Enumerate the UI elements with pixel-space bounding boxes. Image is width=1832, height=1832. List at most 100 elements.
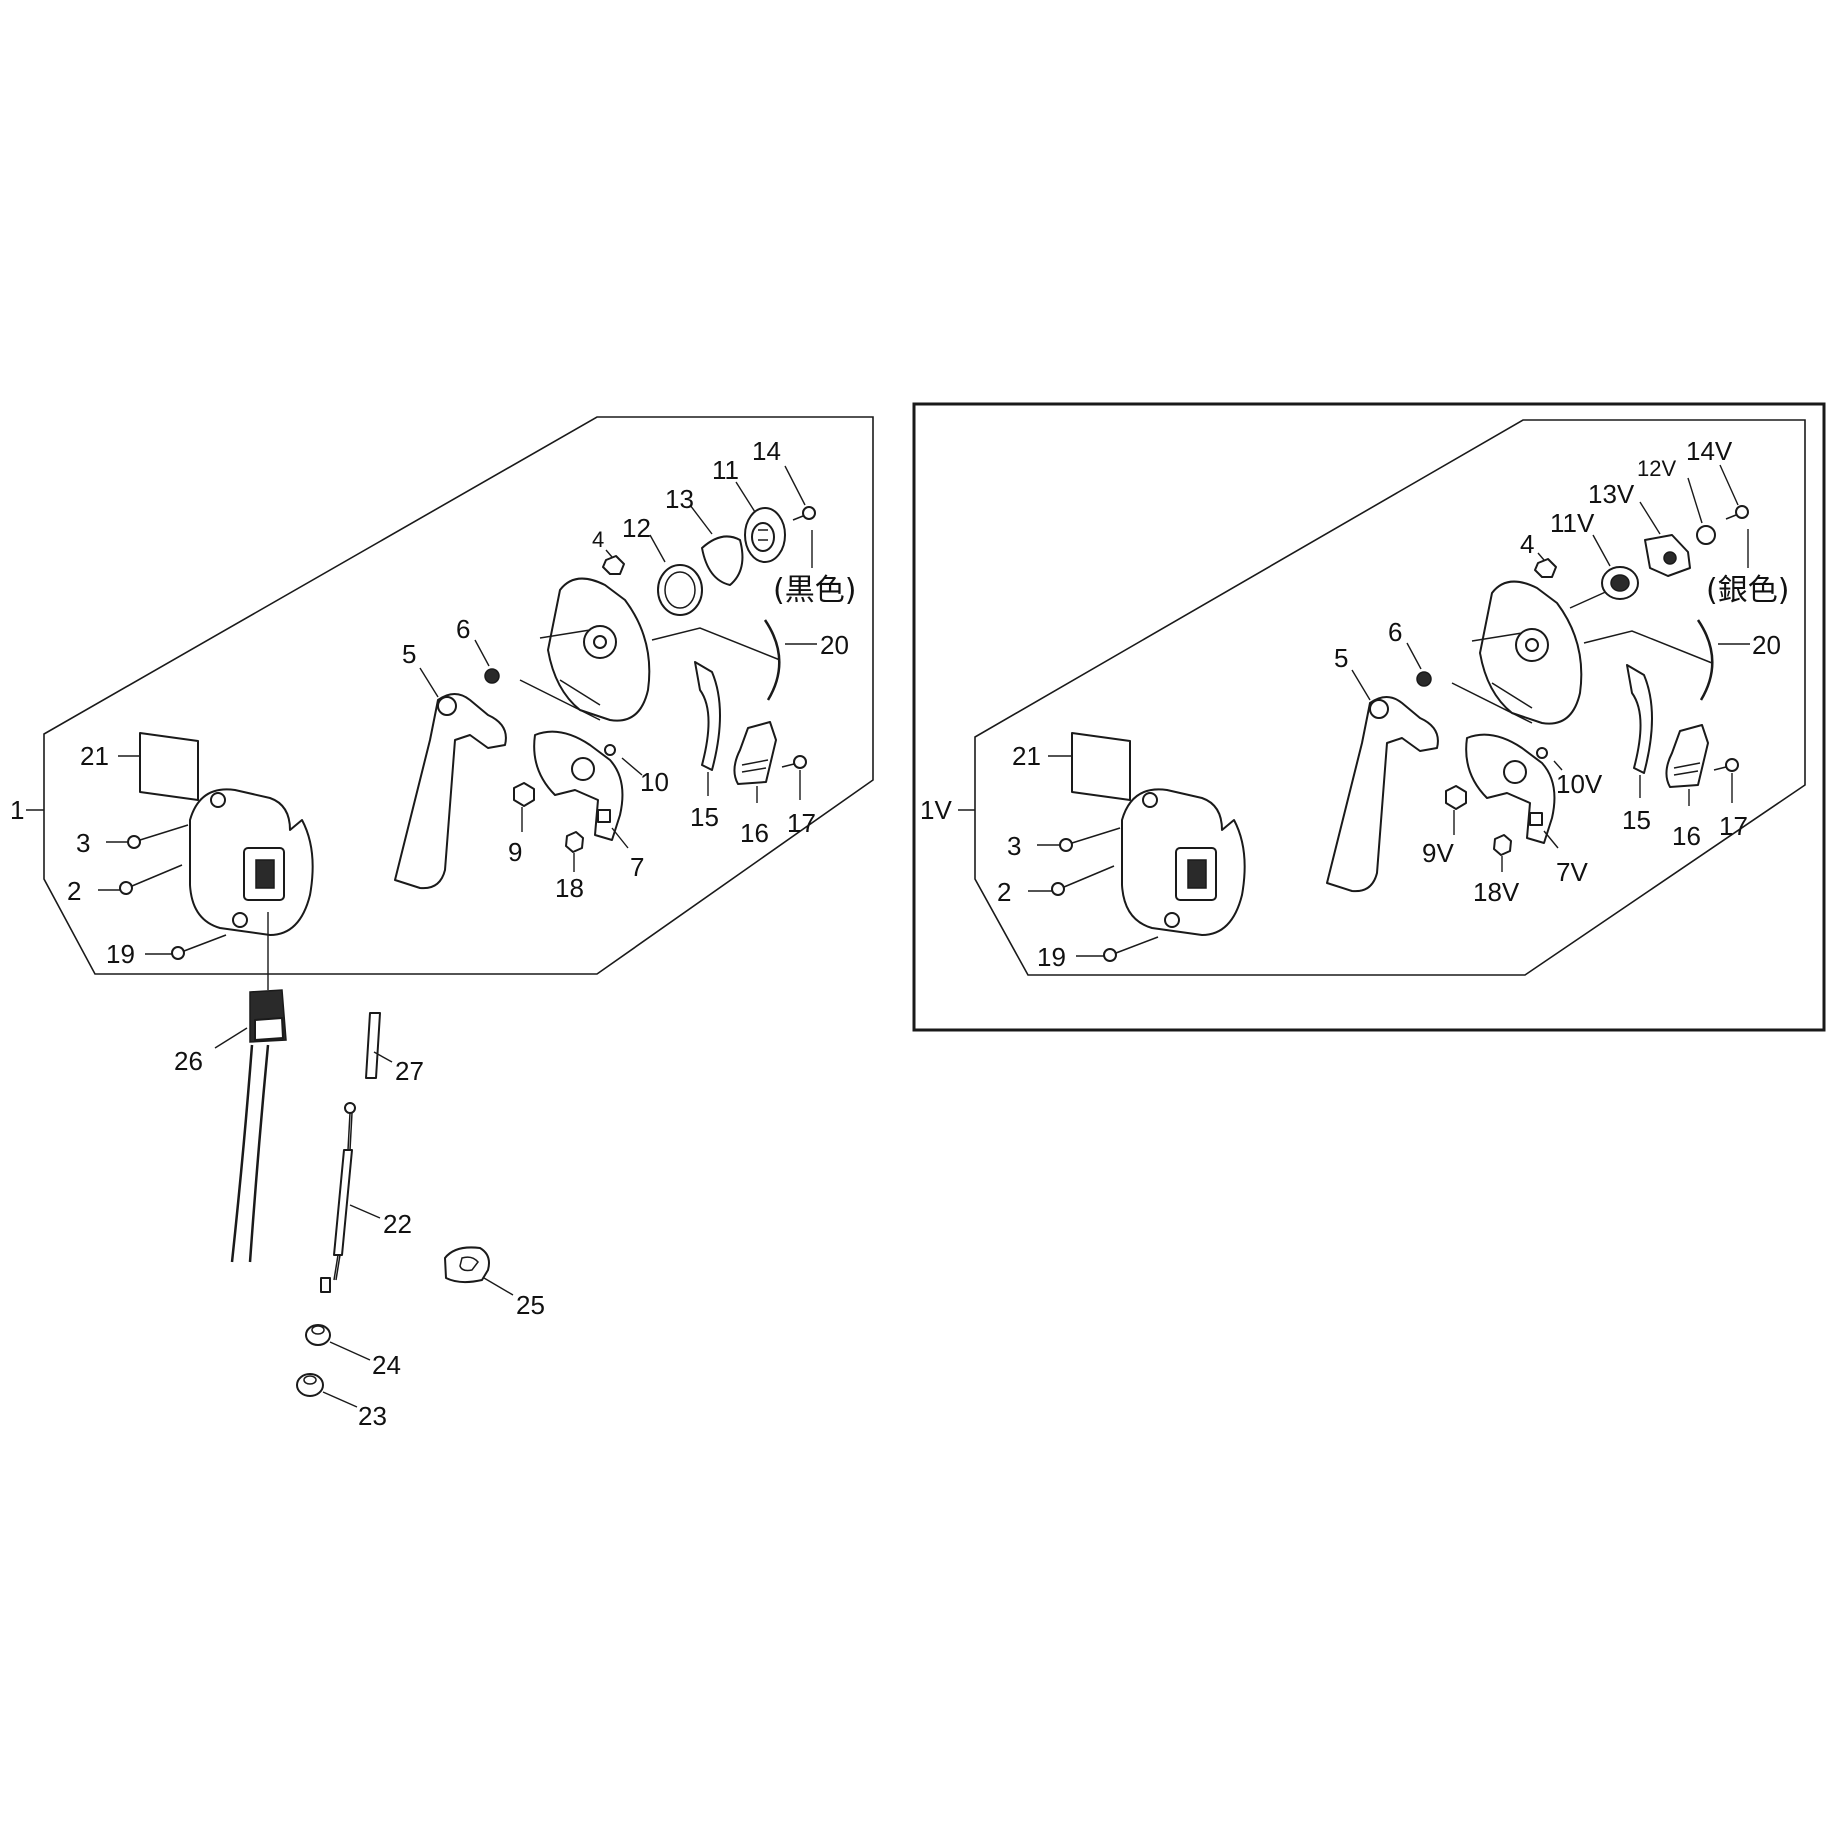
label-11V: 11V xyxy=(1550,508,1595,538)
lever-part-v xyxy=(1326,669,1439,893)
nut-23 xyxy=(296,1373,358,1408)
o-ring-12 xyxy=(649,534,703,616)
screw-19 xyxy=(145,934,227,960)
label-10: 10 xyxy=(640,767,669,797)
screw-19-v xyxy=(1076,936,1159,962)
label-7: 7 xyxy=(630,852,644,882)
spacer-24 xyxy=(305,1324,371,1361)
washer-6-v xyxy=(1406,642,1432,687)
label-19: 19 xyxy=(106,939,135,969)
label-18: 18 xyxy=(555,873,584,903)
latch-16 xyxy=(733,721,777,803)
label-14: 14 xyxy=(752,436,781,466)
pin-27 xyxy=(365,1012,393,1079)
bearing-11V xyxy=(1592,534,1639,600)
label-2: 2 xyxy=(67,876,81,906)
lever-part xyxy=(394,667,507,890)
clip-20 xyxy=(763,619,817,701)
label-15-v: 15 xyxy=(1622,805,1651,835)
loose-parts-group: 26 27 22 24 23 xyxy=(174,912,545,1431)
label-5: 5 xyxy=(402,639,416,669)
spring-13 xyxy=(689,504,744,586)
cap-11 xyxy=(735,481,786,563)
washer-12V xyxy=(1687,477,1716,545)
label-17-v: 17 xyxy=(1719,811,1748,841)
label-2-v: 2 xyxy=(997,877,1011,907)
label-3: 3 xyxy=(76,828,90,858)
base-plate-part xyxy=(519,577,781,722)
sticker-part-v xyxy=(1048,732,1131,801)
base-plate-part-v xyxy=(1451,580,1713,725)
cable-connector-26 xyxy=(214,912,287,1263)
label-12: 12 xyxy=(622,513,651,543)
label-5-v: 5 xyxy=(1334,643,1348,673)
label-12V: 12V xyxy=(1637,456,1676,481)
label-21-v: 21 xyxy=(1012,741,1041,771)
label-14V: 14V xyxy=(1686,436,1733,466)
screw-17 xyxy=(781,755,807,800)
color-note-black: (黒色) xyxy=(773,573,856,608)
assembly-group-1V: 1V 21 3 2 xyxy=(912,402,1826,1032)
arm-7 xyxy=(533,730,643,849)
label-3-v: 3 xyxy=(1007,831,1021,861)
nut-18V xyxy=(1493,834,1512,872)
color-note-silver: (銀色) xyxy=(1706,573,1789,608)
cover-housing-part-v xyxy=(1121,788,1246,936)
screw-14V xyxy=(1719,464,1749,568)
latch-16-v xyxy=(1665,724,1709,806)
screw-3 xyxy=(106,824,189,849)
label-4-v: 4 xyxy=(1520,529,1534,559)
label-21: 21 xyxy=(80,741,109,771)
plate-13V xyxy=(1639,501,1691,577)
assembly-1V-frame xyxy=(974,419,1806,976)
arm-7V xyxy=(1465,733,1563,849)
label-6-v: 6 xyxy=(1388,617,1402,647)
label-24: 24 xyxy=(372,1350,401,1380)
nut-9 xyxy=(513,782,535,832)
label-26: 26 xyxy=(174,1046,203,1076)
label-11: 11 xyxy=(712,455,739,485)
label-15: 15 xyxy=(690,802,719,832)
label-6: 6 xyxy=(456,614,470,644)
screw-3-v xyxy=(1037,827,1121,852)
variant-box xyxy=(912,402,1826,1032)
label-17: 17 xyxy=(787,808,816,838)
label-27: 27 xyxy=(395,1056,424,1086)
label-18V: 18V xyxy=(1473,877,1520,907)
label-7V: 7V xyxy=(1556,857,1588,887)
label-13V: 13V xyxy=(1588,479,1635,509)
sticker-part xyxy=(118,732,199,801)
nut-9V xyxy=(1445,785,1467,835)
label-9V: 9V xyxy=(1422,838,1454,868)
plate-15 xyxy=(694,661,721,796)
assembly-group-1: 1 21 3 2 xyxy=(10,416,874,975)
assembly-1-frame xyxy=(43,416,874,975)
nut-18 xyxy=(565,831,584,872)
clip-20-v xyxy=(1696,619,1750,701)
label-9: 9 xyxy=(508,837,522,867)
label-20: 20 xyxy=(820,630,849,660)
plate-15-v xyxy=(1626,664,1653,798)
screw-17-v xyxy=(1713,758,1739,803)
screw-2 xyxy=(98,864,183,895)
label-25: 25 xyxy=(516,1290,545,1320)
label-16-v: 16 xyxy=(1672,821,1701,851)
cover-housing-part xyxy=(189,788,314,936)
screw-14 xyxy=(784,465,816,568)
nut-4-v xyxy=(1534,552,1557,578)
label-4: 4 xyxy=(592,527,604,552)
screw-2-v xyxy=(1028,865,1115,896)
label-16: 16 xyxy=(740,818,769,848)
rod-22 xyxy=(320,1102,381,1293)
label-19-v: 19 xyxy=(1037,942,1066,972)
label-22: 22 xyxy=(383,1209,412,1239)
label-13: 13 xyxy=(665,484,694,514)
label-20-v: 20 xyxy=(1752,630,1781,660)
label-1: 1 xyxy=(10,795,24,825)
label-23: 23 xyxy=(358,1401,387,1431)
label-10V: 10V xyxy=(1556,769,1603,799)
washer-6 xyxy=(474,639,500,684)
clip-25 xyxy=(444,1246,514,1296)
nut-4 xyxy=(602,549,625,575)
